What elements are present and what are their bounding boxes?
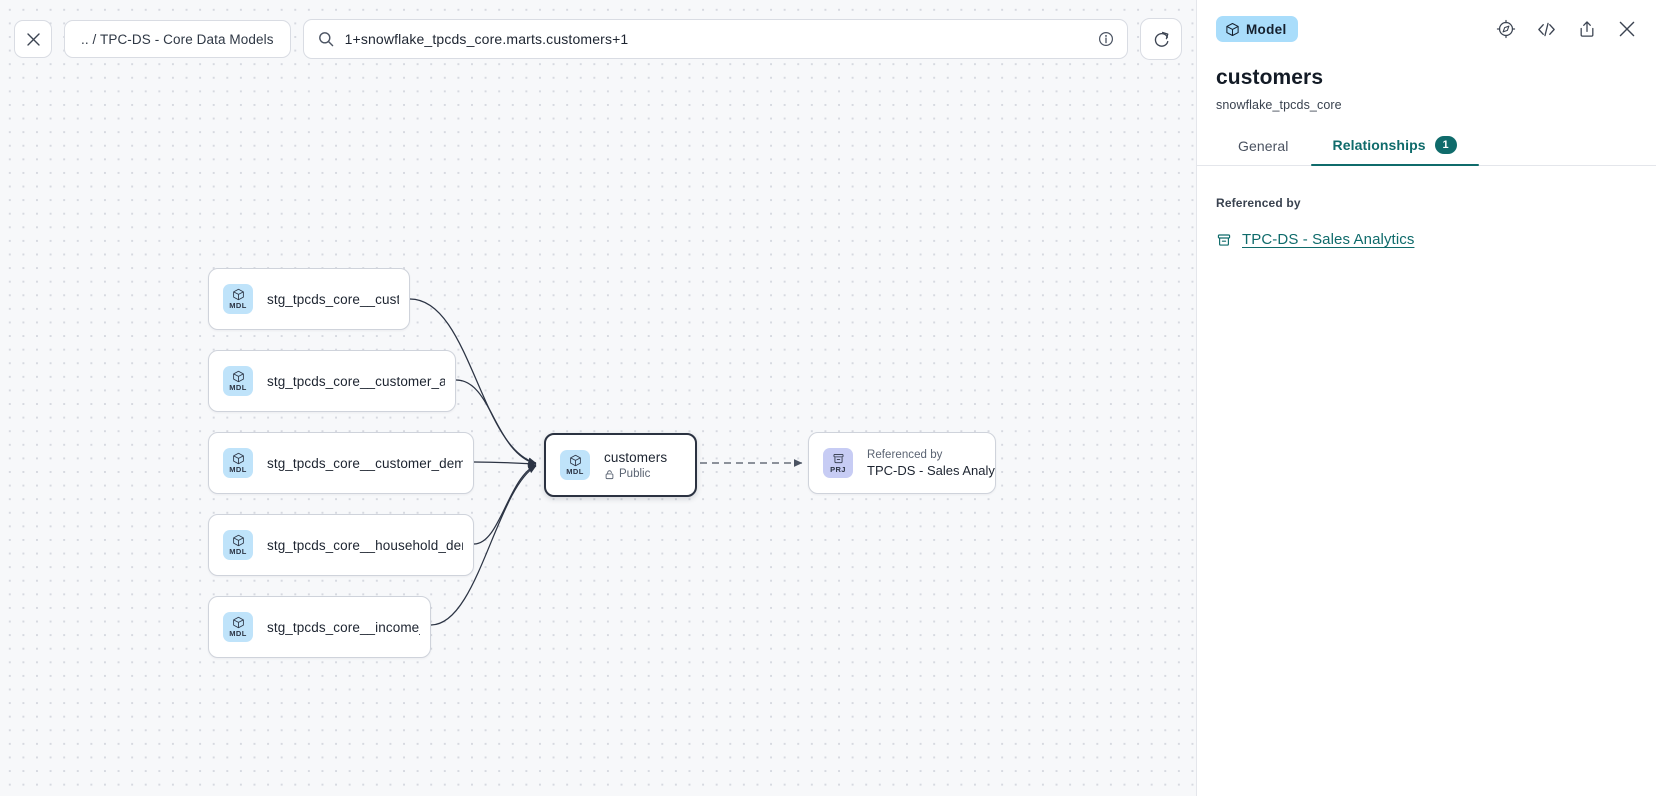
graph-node[interactable]: MDL stg_tpcds_core__income_band <box>208 596 431 658</box>
panel-header: customers snowflake_tpcds_core <box>1197 58 1656 112</box>
model-badge: MDL <box>223 530 253 560</box>
node-title: stg_tpcds_core__household_demogr… <box>267 537 463 553</box>
model-badge: MDL <box>223 366 253 396</box>
details-panel: Model custom <box>1196 0 1656 796</box>
node-body: stg_tpcds_core__customer <box>267 292 409 307</box>
graph-node[interactable]: MDL stg_tpcds_core__household_demogr… <box>208 514 474 576</box>
entity-type-badge: Model <box>1216 16 1298 42</box>
panel-tabs: General Relationships 1 <box>1197 136 1656 166</box>
search-icon <box>318 32 333 47</box>
model-badge-label: MDL <box>566 467 584 476</box>
reference-list-item[interactable]: TPC-DS - Sales Analytics <box>1216 231 1637 248</box>
reference-link[interactable]: TPC-DS - Sales Analytics <box>1242 231 1415 248</box>
node-kicker: Referenced by <box>867 448 943 461</box>
node-body: Referenced by TPC-DS - Sales Analytics <box>867 449 995 478</box>
node-body: stg_tpcds_core__customer_demogra… <box>267 456 473 471</box>
graph-node[interactable]: MDL stg_tpcds_core__customer_demogra… <box>208 432 474 494</box>
tab-count-badge: 1 <box>1434 136 1457 154</box>
model-badge: MDL <box>223 448 253 478</box>
node-body: customers Public <box>604 450 677 480</box>
node-title: TPC-DS - Sales Analytics <box>867 462 995 478</box>
node-body: stg_tpcds_core__household_demogr… <box>267 538 473 553</box>
project-badge: PRJ <box>823 448 853 478</box>
model-badge-label: MDL <box>229 465 247 474</box>
lock-icon <box>605 469 614 479</box>
model-badge-label: MDL <box>229 301 247 310</box>
refresh-button[interactable] <box>1140 18 1182 60</box>
refresh-icon <box>1154 31 1168 47</box>
breadcrumb-label: .. / TPC-DS - Core Data Models <box>81 31 274 47</box>
node-title: stg_tpcds_core__income_band <box>267 619 420 635</box>
close-icon <box>26 32 40 46</box>
cube-icon <box>232 452 244 465</box>
panel-subtitle: snowflake_tpcds_core <box>1216 98 1342 112</box>
page-title: customers <box>1216 66 1324 89</box>
tab-label: Relationships <box>1332 137 1426 153</box>
project-badge-label: PRJ <box>830 465 846 474</box>
referenced-by-label: Referenced by <box>1216 196 1301 210</box>
panel-actions <box>1496 19 1637 40</box>
entity-type-label: Model <box>1246 21 1287 37</box>
model-badge: MDL <box>223 284 253 314</box>
node-visibility-label: Public <box>619 468 651 480</box>
model-badge: MDL <box>223 612 253 642</box>
cube-icon <box>232 288 244 301</box>
cube-icon <box>232 370 244 383</box>
node-visibility: Public <box>604 468 667 480</box>
close-lineage-button[interactable] <box>14 20 52 58</box>
tab-label: General <box>1238 138 1289 154</box>
panel-topbar: Model <box>1197 0 1656 58</box>
project-icon <box>833 454 843 464</box>
tab-general[interactable]: General <box>1216 138 1311 165</box>
model-badge-label: MDL <box>229 383 247 392</box>
compass-icon[interactable] <box>1496 19 1516 39</box>
code-icon[interactable] <box>1536 19 1557 40</box>
graph-node-referenced-project[interactable]: PRJ Referenced by TPC-DS - Sales Analyti… <box>808 432 996 494</box>
cube-icon <box>232 534 244 547</box>
share-icon[interactable] <box>1577 19 1597 39</box>
info-circle-icon[interactable] <box>1098 31 1114 47</box>
model-badge-label: MDL <box>229 547 247 556</box>
graph-node[interactable]: MDL stg_tpcds_core__customer <box>208 268 410 330</box>
graph-node-customers[interactable]: MDL customers Public <box>544 433 697 497</box>
node-body: stg_tpcds_core__customer_address <box>267 374 455 389</box>
lineage-edges <box>409 298 803 626</box>
model-badge: MDL <box>560 450 590 480</box>
search-input[interactable]: 1+snowflake_tpcds_core.marts.customers+1 <box>302 19 1128 59</box>
breadcrumb[interactable]: .. / TPC-DS - Core Data Models <box>64 20 291 58</box>
close-icon[interactable] <box>1617 19 1637 39</box>
node-title: stg_tpcds_core__customer_address <box>267 373 445 389</box>
canvas-toolbar: .. / TPC-DS - Core Data Models 1+snowfla… <box>0 0 1196 78</box>
model-badge-label: MDL <box>229 629 247 638</box>
cube-icon <box>1226 22 1239 36</box>
node-title: stg_tpcds_core__customer_demogra… <box>267 455 463 471</box>
search-input-value[interactable]: 1+snowflake_tpcds_core.marts.customers+1 <box>344 31 629 47</box>
cube-icon <box>569 454 581 467</box>
node-body: stg_tpcds_core__income_band <box>267 620 430 635</box>
node-title: stg_tpcds_core__customer <box>267 291 399 307</box>
tab-relationships[interactable]: Relationships 1 <box>1310 136 1479 166</box>
cube-icon <box>232 616 244 629</box>
project-icon <box>1217 233 1231 246</box>
panel-content: Referenced by TPC-DS - Sales Analytics <box>1197 166 1656 796</box>
graph-node[interactable]: MDL stg_tpcds_core__customer_address <box>208 350 456 412</box>
node-title: customers <box>604 450 668 465</box>
lineage-canvas[interactable]: .. / TPC-DS - Core Data Models 1+snowfla… <box>0 0 1196 796</box>
